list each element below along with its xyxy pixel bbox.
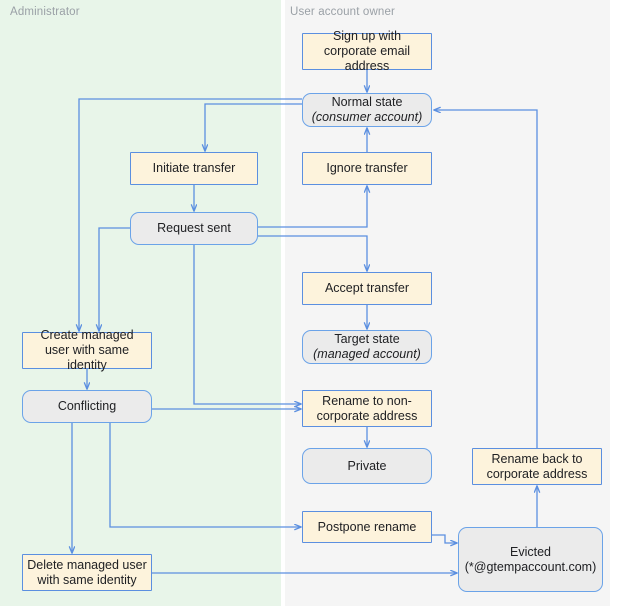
node-normal-state[interactable]: Normal state (consumer account) [302, 93, 432, 127]
node-delete-managed-user-label: Delete managed user with same identity [27, 557, 147, 587]
edge-request-sent-to-ignore-transfer [258, 186, 367, 228]
edge-request-sent-to-create-managed-user [99, 227, 130, 331]
node-target-state[interactable]: Target state (managed account) [302, 330, 432, 364]
node-normal-state-label: Normal state [331, 95, 403, 109]
node-initiate-transfer[interactable]: Initiate transfer [130, 152, 258, 185]
lane-label-administrator: Administrator [10, 6, 80, 18]
lane-label-user-account-owner: User account owner [290, 6, 395, 18]
node-rename-to-non-corporate-label: Rename to non-corporate address [316, 393, 418, 423]
edge-normal-state-to-initiate-transfer [205, 103, 302, 151]
node-private-label: Private [347, 458, 387, 473]
edge-normal-state-to-create-managed-user [79, 98, 302, 331]
node-accept-transfer[interactable]: Accept transfer [302, 272, 432, 305]
node-ignore-transfer-label: Ignore transfer [326, 161, 408, 175]
node-sign-up-label: Sign up with corporate email address [323, 29, 411, 73]
node-create-managed-user[interactable]: Create managed user with same identity [22, 328, 152, 372]
node-evicted-label: Evicted [510, 544, 551, 559]
node-postpone-rename-label: Postpone rename [317, 519, 417, 534]
node-normal-state-sublabel: (consumer account) [311, 110, 423, 124]
node-sign-up[interactable]: Sign up with corporate email address [302, 29, 432, 73]
edge-postpone-rename-to-evicted [432, 534, 457, 543]
node-delete-managed-user[interactable]: Delete managed user with same identity [22, 554, 152, 591]
node-private[interactable]: Private [302, 448, 432, 484]
node-initiate-transfer-label: Initiate transfer [152, 161, 236, 175]
node-ignore-transfer[interactable]: Ignore transfer [302, 152, 432, 185]
node-postpone-rename[interactable]: Postpone rename [302, 511, 432, 543]
node-rename-to-non-corporate[interactable]: Rename to non-corporate address [302, 390, 432, 427]
node-target-state-sublabel: (managed account) [313, 347, 421, 361]
node-conflicting[interactable]: Conflicting [22, 390, 152, 423]
node-request-sent[interactable]: Request sent [130, 212, 258, 245]
edge-rename-back-to-corporate-to-normal-state [434, 110, 538, 448]
node-conflicting-label: Conflicting [57, 399, 117, 413]
edge-request-sent-to-rename-to-non-corporate [193, 245, 301, 404]
edge-request-sent-to-accept-transfer [258, 235, 367, 271]
node-create-managed-user-label: Create managed user with same identity [40, 328, 134, 372]
node-rename-back-to-corporate[interactable]: Rename back to corporate address [472, 448, 602, 485]
node-rename-back-to-corporate-label: Rename back to corporate address [486, 451, 588, 481]
node-evicted-sublabel: (*@gtempaccount.com) [464, 559, 597, 574]
node-request-sent-label: Request sent [157, 221, 231, 235]
node-accept-transfer-label: Accept transfer [324, 281, 410, 295]
edge-conflicting-to-postpone-rename [109, 423, 301, 527]
lane-administrator [0, 0, 281, 606]
node-target-state-label: Target state [334, 332, 400, 346]
node-evicted[interactable]: Evicted (*@gtempaccount.com) [458, 527, 603, 592]
